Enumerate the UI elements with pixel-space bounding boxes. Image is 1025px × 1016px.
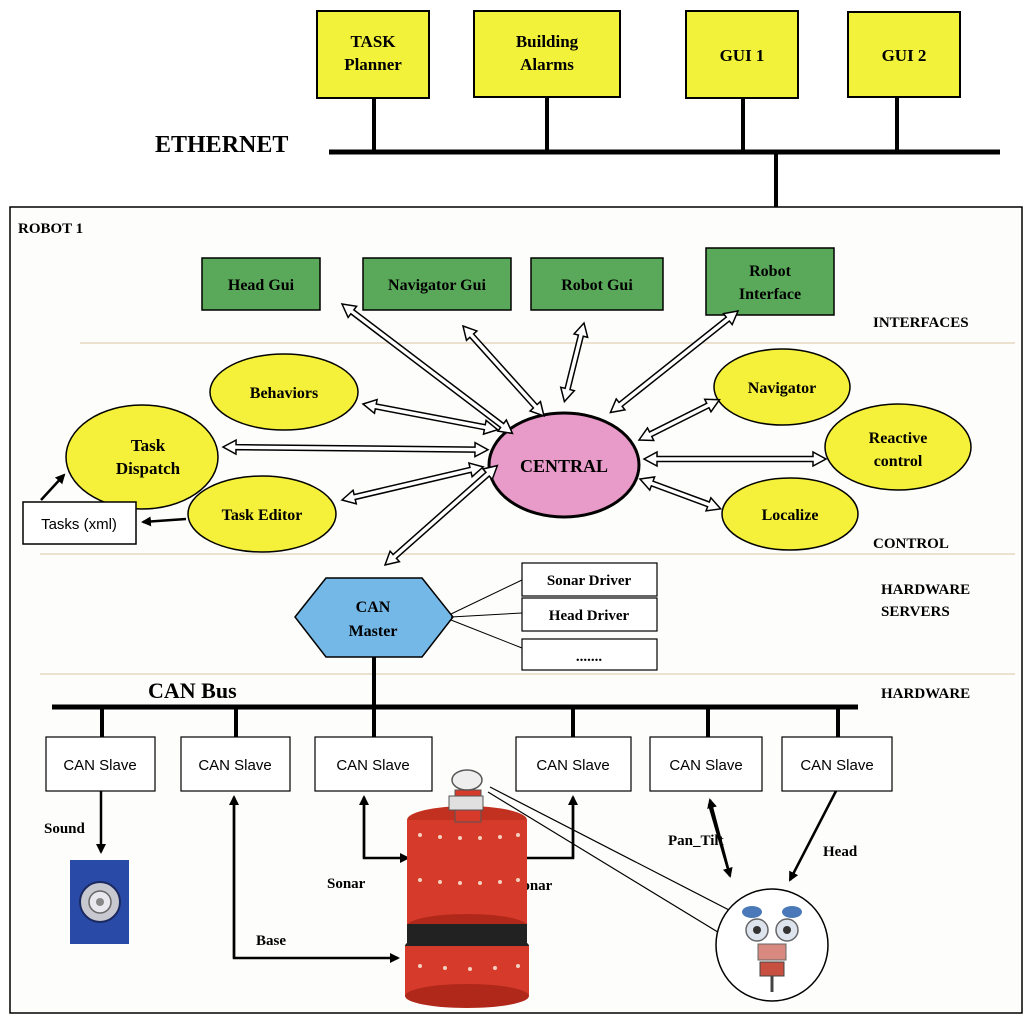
robot-head-closeup <box>715 888 829 1002</box>
svg-text:Planner: Planner <box>344 55 402 74</box>
svg-text:Alarms: Alarms <box>520 55 574 74</box>
svg-text:Master: Master <box>349 623 398 640</box>
layer-separators <box>40 342 1015 675</box>
central-module: CENTRAL <box>487 411 641 519</box>
svg-text:Sonar Driver: Sonar Driver <box>547 573 632 589</box>
gui1-box: GUI 1 <box>685 10 799 99</box>
svg-text:Robot Gui: Robot Gui <box>561 277 633 294</box>
svg-text:Tasks (xml): Tasks (xml) <box>41 516 117 533</box>
can-slave-2: CAN Slave <box>180 736 291 792</box>
double-arrow-robot-gui <box>559 321 589 404</box>
task-planner-box: TASK Planner <box>316 10 430 99</box>
svg-text:CAN Slave: CAN Slave <box>63 757 136 774</box>
svg-text:CAN Slave: CAN Slave <box>536 757 609 774</box>
double-arrow-task-editor <box>340 461 485 505</box>
can-bus-label: CAN Bus <box>148 678 237 703</box>
tasks-xml-box: Tasks (xml) <box>22 501 137 545</box>
can-slave-6: CAN Slave <box>781 736 893 792</box>
svg-text:CAN Slave: CAN Slave <box>800 757 873 774</box>
double-arrow-robot-interface <box>609 310 740 414</box>
double-arrow-navigator-gui <box>461 324 546 418</box>
svg-text:CAN Slave: CAN Slave <box>336 757 409 774</box>
svg-text:CAN: CAN <box>356 599 391 616</box>
head-gui-box: Head Gui <box>201 257 321 311</box>
behaviors-module: Behaviors <box>209 353 359 431</box>
double-arrow-can-master <box>383 464 499 567</box>
layer-label-hardware: HARDWARE <box>881 686 970 702</box>
svg-text:.......: ....... <box>576 649 603 665</box>
can-slave-3: CAN Slave <box>314 736 433 792</box>
svg-text:Dispatch: Dispatch <box>116 459 181 478</box>
pan-tilt-label: Pan_Tilt <box>668 833 724 849</box>
gui2-box: GUI 2 <box>847 11 961 98</box>
robot-gui-box: Robot Gui <box>530 257 664 311</box>
more-drivers-box: ....... <box>521 638 658 671</box>
layer-label-servers: SERVERS <box>881 604 950 620</box>
layer-label-control: CONTROL <box>873 536 949 552</box>
svg-text:Head Gui: Head Gui <box>228 277 295 294</box>
can-master: CAN Master <box>294 577 454 658</box>
navigator-gui-box: Navigator Gui <box>362 257 512 311</box>
svg-text:Navigator: Navigator <box>748 380 816 397</box>
svg-text:Building: Building <box>516 32 579 51</box>
double-arrow-localize <box>638 476 723 512</box>
svg-text:Head Driver: Head Driver <box>549 608 630 624</box>
can-slave-1: CAN Slave <box>45 736 156 792</box>
can-slave-4: CAN Slave <box>515 736 632 792</box>
svg-text:Interface: Interface <box>739 286 801 303</box>
svg-text:TASK: TASK <box>350 32 396 51</box>
svg-text:Behaviors: Behaviors <box>250 385 318 402</box>
svg-text:control: control <box>874 453 923 470</box>
svg-text:CENTRAL: CENTRAL <box>520 456 608 476</box>
double-arrow-reactive <box>642 450 828 468</box>
sound-label: Sound <box>44 821 86 837</box>
layer-label-hardware-servers: HARDWARE <box>881 582 970 598</box>
svg-text:CAN Slave: CAN Slave <box>669 757 742 774</box>
building-alarms-box: Building Alarms <box>473 10 621 98</box>
driver-connectors <box>450 579 523 649</box>
robot-interface-box: Robot Interface <box>705 247 835 316</box>
sonar-left-label: Sonar <box>327 876 366 892</box>
head-driver-box: Head Driver <box>521 597 658 632</box>
sonar-driver-box: Sonar Driver <box>521 562 658 597</box>
head-label: Head <box>823 844 858 860</box>
reactive-control-module: Reactive control <box>824 403 972 491</box>
double-arrow-task-dispatch <box>221 438 490 458</box>
speaker-icon <box>70 860 129 944</box>
svg-text:GUI 2: GUI 2 <box>882 46 927 65</box>
can-slave-5: CAN Slave <box>649 736 763 792</box>
ethernet-label: ETHERNET <box>155 132 288 158</box>
can-bus-line <box>52 657 858 737</box>
layer-label-interfaces: INTERFACES <box>873 315 969 331</box>
svg-text:Task Editor: Task Editor <box>222 507 303 524</box>
svg-text:CAN Slave: CAN Slave <box>198 757 271 774</box>
svg-text:Localize: Localize <box>762 507 819 524</box>
svg-text:Navigator Gui: Navigator Gui <box>388 277 486 294</box>
double-arrow-head-gui <box>340 303 514 435</box>
navigator-module: Navigator <box>713 348 851 426</box>
svg-text:Task: Task <box>131 436 166 455</box>
task-dispatch-module: Task Dispatch <box>65 404 219 510</box>
task-editor-module: Task Editor <box>187 475 337 553</box>
robot-title: ROBOT 1 <box>18 221 83 237</box>
base-label: Base <box>256 933 286 949</box>
tasks-arrows <box>40 473 187 527</box>
localize-module: Localize <box>721 477 859 551</box>
double-arrow-behaviors <box>361 398 500 436</box>
robot-body-image <box>405 769 529 1008</box>
double-arrow-navigator <box>637 398 721 442</box>
svg-text:Reactive: Reactive <box>869 430 928 447</box>
svg-text:Robot: Robot <box>749 263 791 280</box>
central-connections <box>221 303 828 567</box>
hardware-arrows <box>96 790 838 963</box>
svg-text:GUI 1: GUI 1 <box>720 46 765 65</box>
